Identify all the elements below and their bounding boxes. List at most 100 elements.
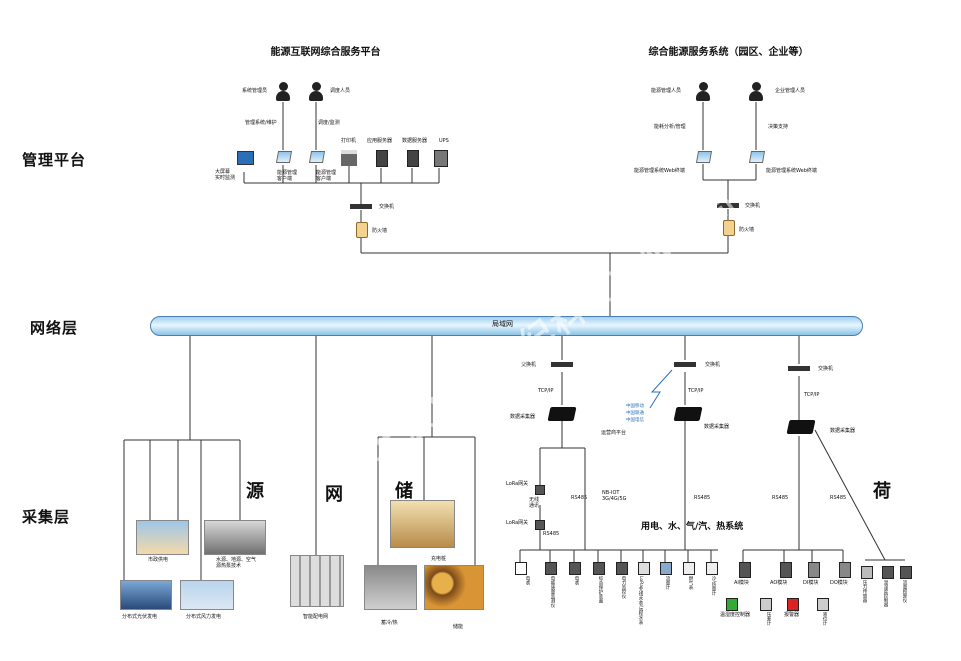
- switch-label: 交换机: [705, 362, 721, 368]
- client-label: 大屏幕 实时监测: [215, 169, 236, 181]
- temp-controller-icon: [726, 598, 738, 611]
- meter-label: 电表: [525, 576, 530, 585]
- operator-label: 中国电信: [626, 418, 644, 423]
- module-label: DI模块: [803, 580, 819, 586]
- server-icon: [376, 150, 388, 167]
- module-label: AI模块: [734, 580, 749, 586]
- laptop-icon: [275, 151, 293, 163]
- protocol-label: RS485: [543, 531, 560, 537]
- switch-icon: [674, 362, 696, 367]
- data-collector-icon: [786, 420, 816, 434]
- role-action-label: 决策支持: [768, 124, 789, 130]
- storage-item: 储能: [453, 624, 464, 630]
- server-label: 应用服务器: [367, 138, 393, 144]
- source-item: 分布式光伏发电: [122, 614, 158, 620]
- right-device-label: 温湿度控制器: [883, 580, 888, 607]
- meter-icon: [683, 562, 695, 575]
- collector-label: 数据采集器: [510, 414, 536, 420]
- meter-icon: [638, 562, 650, 575]
- role-label: 系统管理员: [242, 88, 268, 94]
- load-heading: 用电、水、气/汽、热系统: [641, 522, 744, 532]
- protocol-label: RS485: [694, 495, 711, 501]
- person-icon: [276, 82, 290, 102]
- grid-item: 智能配电网: [303, 614, 329, 620]
- battery-photo: [424, 565, 484, 610]
- client-label: 能源管理系统Web终端: [766, 168, 817, 174]
- person-icon: [309, 82, 323, 102]
- load-letter: 荷: [873, 481, 891, 502]
- layer-label-network: 网络层: [30, 319, 79, 337]
- module-label: AO模块: [770, 580, 788, 586]
- person-icon: [749, 82, 763, 102]
- grid-letter: 网: [325, 484, 343, 505]
- solar-photo: [120, 580, 172, 610]
- ups-icon: [434, 150, 448, 167]
- wind-photo: [180, 580, 234, 610]
- server-icon: [407, 150, 419, 167]
- cloud-platform-label: 运营商平台: [601, 430, 627, 436]
- storage-letter: 储: [395, 481, 413, 502]
- meter-label: 燃气表: [688, 576, 693, 590]
- big-screen-icon: [237, 151, 254, 165]
- gateway-label: LoRa网关: [506, 481, 529, 487]
- protocol-label: NB-IOT 3G/4G/5G: [602, 490, 627, 502]
- collector-label: 数据采集器: [830, 428, 856, 434]
- source-item: 水源、地源、空气 源热泵技术: [216, 557, 257, 569]
- module-device-label: 压差计: [766, 612, 771, 626]
- laptop-icon: [748, 151, 766, 163]
- data-collector-icon: [673, 407, 703, 421]
- data-collector-icon: [547, 407, 577, 421]
- tcpip-label: TCP/IP: [688, 388, 704, 394]
- tcpip-label: TCP/IP: [538, 388, 554, 394]
- gateway-label: 无线 通讯: [529, 497, 540, 509]
- role-label: 能源管理人员: [651, 88, 682, 94]
- gateway-label: LoRa网关: [506, 520, 529, 526]
- switchgear-photo: [290, 555, 344, 607]
- storage-item: 充电桩: [431, 556, 447, 562]
- pressure-gauge-icon: [760, 598, 772, 611]
- operator-label: 中国移动: [626, 404, 644, 409]
- meter-label: 电表: [574, 576, 579, 585]
- layer-label-collection: 采集层: [22, 508, 71, 526]
- person-icon: [696, 82, 710, 102]
- gateway-icon: [535, 520, 545, 530]
- role-action-label: 管理系统/维护: [245, 120, 277, 126]
- role-action-label: 调度/监测: [318, 120, 340, 126]
- meter-icon: [660, 562, 672, 575]
- lan-label: 局域网: [492, 320, 513, 328]
- client-label: 能源管理系统Web终端: [634, 168, 685, 174]
- module-device-label: 报警器: [784, 612, 800, 618]
- layer-label-management: 管理平台: [22, 151, 87, 169]
- protocol-label: RS485: [772, 495, 789, 501]
- module-device-label: 温湿度控制器: [720, 612, 751, 618]
- module-label: DO模块: [830, 580, 848, 586]
- firewall-label: 防火墙: [739, 227, 755, 233]
- gateway-icon: [535, 485, 545, 495]
- protocol-label: RS485: [830, 495, 847, 501]
- alarm-icon: [787, 598, 799, 611]
- module-icon: [739, 562, 751, 578]
- module-icon: [780, 562, 792, 578]
- switch-icon: [551, 362, 573, 367]
- role-label: 调度人员: [330, 88, 351, 94]
- client-label: 能源管理 客户端: [316, 170, 337, 182]
- lan-pipe: [150, 316, 863, 336]
- meter-label: 电力监控仪: [621, 576, 626, 599]
- meter-icon: [616, 562, 628, 575]
- left-platform-title: 能源互联网综合服务平台: [270, 47, 381, 58]
- laptop-icon: [308, 151, 326, 163]
- meter-label: 综合保护装置: [598, 576, 603, 603]
- switch-label: 交换机: [818, 366, 834, 372]
- meter-icon: [515, 562, 527, 575]
- server-label: 数据服务器: [402, 138, 428, 144]
- role-action-label: 能耗分析/管理: [654, 124, 686, 130]
- switch-label: 交换机: [521, 362, 537, 368]
- tcpip-label: TCP/IP: [804, 392, 820, 398]
- collector-label: 数据采集器: [704, 424, 730, 430]
- switch-icon: [788, 366, 810, 371]
- source-letter: 源: [246, 481, 264, 502]
- level-meter-icon: [817, 598, 829, 611]
- meter-icon: [706, 562, 718, 575]
- heat-pump-photo: [204, 520, 266, 555]
